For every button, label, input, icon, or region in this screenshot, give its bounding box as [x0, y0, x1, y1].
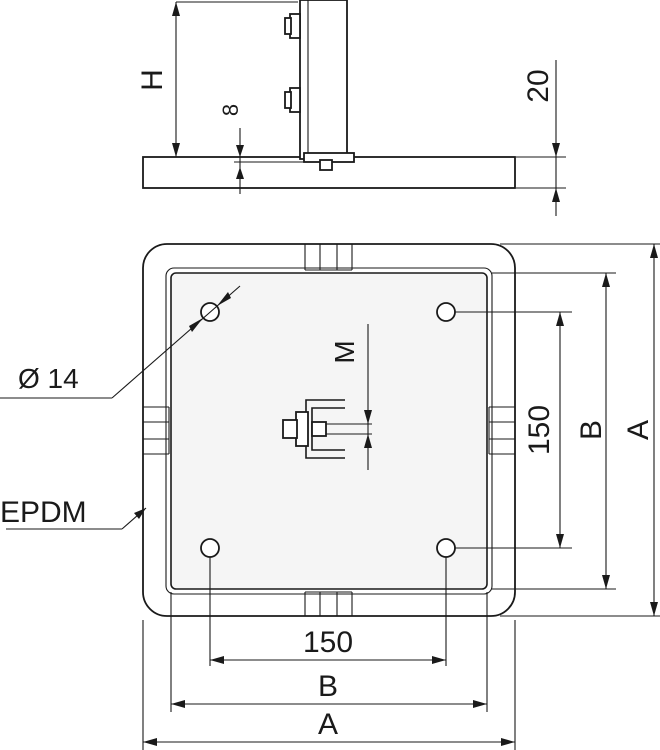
slot-right	[488, 406, 515, 455]
hole-leader	[0, 285, 241, 399]
vertical-outer-label: A	[622, 420, 655, 440]
vertical-hole-spacing-label: 150	[523, 405, 556, 455]
vertical-hole-spacing-dimension	[455, 311, 572, 549]
horizontal-outer-dimension	[142, 620, 516, 750]
vertical-inner-dimension	[492, 272, 616, 590]
horizontal-outer-label: A	[318, 708, 338, 741]
horizontal-hole-spacing-label: 150	[303, 626, 353, 659]
bracket-side	[299, 0, 348, 160]
horizontal-inner-label: B	[318, 670, 338, 703]
vertical-outer-dimension	[500, 243, 660, 617]
thickness-dimension	[516, 60, 566, 216]
nut-side	[319, 159, 333, 171]
slot-left	[143, 406, 170, 455]
slot-bottom	[304, 591, 353, 616]
thickness-label: 20	[522, 69, 555, 102]
inner-frame	[165, 267, 493, 595]
hole-bottom-left	[200, 538, 220, 558]
bolt-lower	[284, 87, 301, 113]
side-view: H 8 20	[136, 0, 566, 216]
thread-label: M	[329, 340, 360, 363]
thread-dimension	[364, 324, 372, 470]
epdm-label: EPDM	[0, 496, 87, 529]
horizontal-inner-dimension	[170, 592, 488, 712]
gap-dimension	[234, 128, 306, 194]
hole-bottom-right	[436, 538, 456, 558]
hole-diameter-label: Ø 14	[18, 363, 79, 394]
height-label: H	[136, 69, 169, 91]
vertical-inner-label: B	[575, 420, 608, 440]
epdm-leader	[6, 507, 147, 530]
plan-view: M Ø 14 EPDM 150	[0, 243, 660, 750]
bolt-upper	[284, 13, 301, 39]
gap-label: 8	[218, 104, 243, 116]
base-plate-plan	[170, 272, 488, 590]
center-bracket	[282, 399, 372, 459]
hole-top-right	[436, 302, 456, 322]
height-dimension	[172, 1, 298, 157]
horizontal-hole-spacing-dimension	[209, 557, 447, 666]
slot-top	[304, 244, 353, 271]
